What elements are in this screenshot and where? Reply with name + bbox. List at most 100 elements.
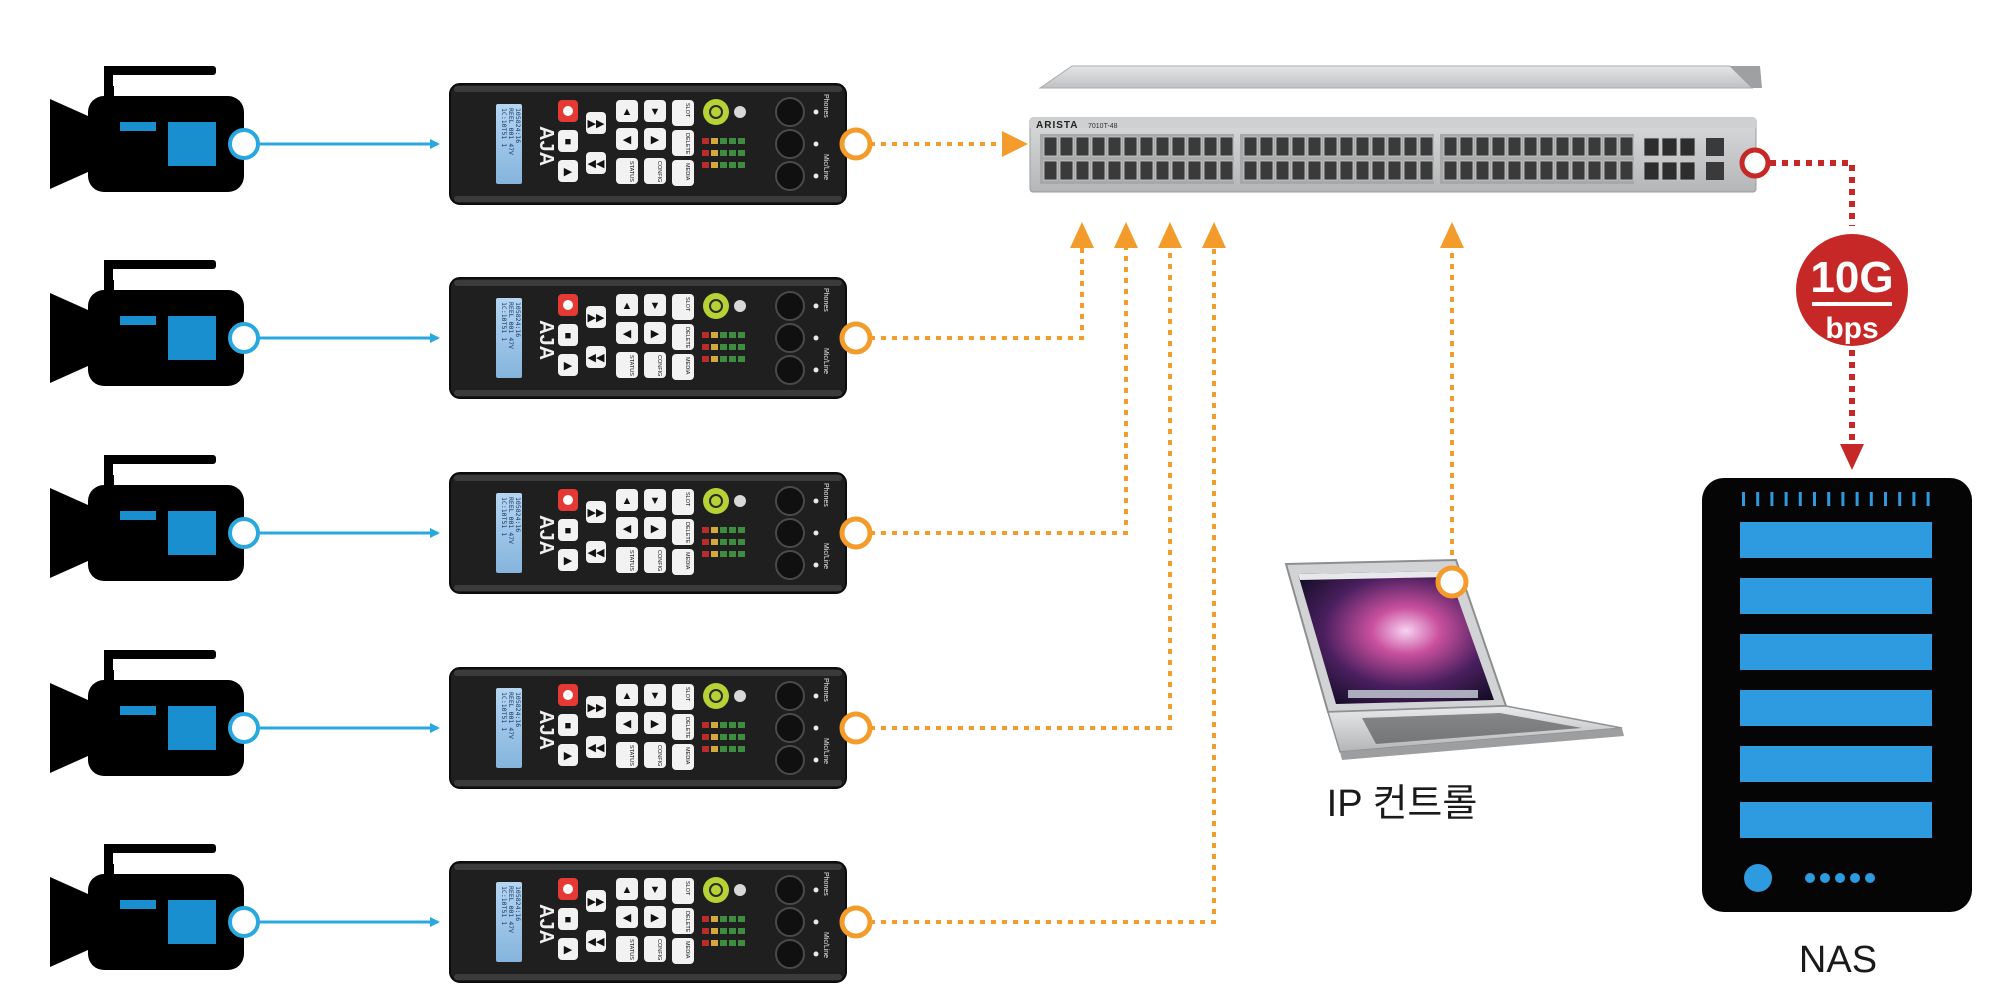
right-button[interactable] (644, 906, 666, 928)
stop-button[interactable] (558, 908, 578, 930)
slot-button-label: SLOT (684, 687, 690, 702)
stop-button[interactable] (558, 324, 578, 346)
down-button[interactable] (644, 489, 666, 511)
audio-knob[interactable] (775, 745, 805, 775)
delete-clip-button[interactable] (672, 714, 694, 740)
config-button[interactable] (644, 158, 666, 184)
up-button[interactable] (616, 294, 638, 316)
up-button[interactable] (616, 684, 638, 706)
audio-meter-segment (702, 551, 709, 557)
headphone-level-knob[interactable] (734, 884, 746, 896)
play-button[interactable] (558, 354, 578, 376)
status-button[interactable] (616, 158, 638, 184)
switch-brand: ARISTA (1036, 120, 1078, 131)
left-button[interactable] (616, 322, 638, 344)
config-button[interactable] (644, 742, 666, 768)
status-button[interactable] (616, 352, 638, 378)
slot-button[interactable] (672, 489, 694, 515)
status-button[interactable] (616, 547, 638, 573)
delete-clip-button[interactable] (672, 324, 694, 350)
audio-knob[interactable] (775, 291, 805, 321)
config-button[interactable] (644, 547, 666, 573)
audio-knob[interactable] (775, 939, 805, 969)
arrow-head (1070, 222, 1094, 248)
left-button[interactable] (616, 128, 638, 150)
audio-knob[interactable] (775, 550, 805, 580)
rewind-button[interactable] (586, 152, 606, 174)
up-button[interactable] (616, 100, 638, 122)
fast-forward-button[interactable] (586, 696, 606, 718)
stop-button[interactable] (558, 130, 578, 152)
media-button[interactable] (672, 160, 694, 186)
fast-forward-button[interactable] (586, 306, 606, 328)
delete-clip-button[interactable] (672, 908, 694, 934)
audio-knob[interactable] (775, 161, 805, 191)
power-button[interactable] (703, 488, 729, 514)
power-button[interactable] (703, 293, 729, 319)
audio-knob[interactable] (775, 907, 805, 937)
fast-forward-button[interactable] (586, 890, 606, 912)
switch-sfp-port (1661, 137, 1678, 157)
media-button[interactable] (672, 354, 694, 380)
media-button[interactable] (672, 549, 694, 575)
rewind-button[interactable] (586, 736, 606, 758)
status-button[interactable] (616, 936, 638, 962)
rewind-button-glyph: ◀◀ (588, 742, 605, 754)
play-button[interactable] (558, 549, 578, 571)
slot-button[interactable] (672, 294, 694, 320)
power-button[interactable] (703, 877, 729, 903)
fast-forward-button[interactable] (586, 112, 606, 134)
audio-knob[interactable] (775, 97, 805, 127)
headphone-level-knob[interactable] (734, 495, 746, 507)
play-button[interactable] (558, 160, 578, 182)
delete-clip-button[interactable] (672, 130, 694, 156)
audio-knob[interactable] (775, 129, 805, 159)
headphone-level-knob[interactable] (734, 106, 746, 118)
left-button[interactable] (616, 517, 638, 539)
up-button[interactable] (616, 489, 638, 511)
slot-button[interactable] (672, 100, 694, 126)
down-button[interactable] (644, 684, 666, 706)
power-icon (709, 299, 723, 313)
audio-knob[interactable] (775, 681, 805, 711)
fast-forward-button[interactable] (586, 501, 606, 523)
right-button[interactable] (644, 712, 666, 734)
recorder-lcd (496, 298, 522, 378)
audio-knob[interactable] (775, 486, 805, 516)
audio-knob[interactable] (775, 323, 805, 353)
config-button[interactable] (644, 352, 666, 378)
media-button[interactable] (672, 744, 694, 770)
down-button[interactable] (644, 878, 666, 900)
audio-meter-segment (702, 734, 709, 740)
audio-knob[interactable] (775, 875, 805, 905)
headphone-level-knob[interactable] (734, 690, 746, 702)
media-button[interactable] (672, 938, 694, 964)
play-button[interactable] (558, 744, 578, 766)
stop-button[interactable] (558, 714, 578, 736)
rewind-button[interactable] (586, 541, 606, 563)
right-button[interactable] (644, 128, 666, 150)
audio-knob[interactable] (775, 713, 805, 743)
delete-clip-button[interactable] (672, 519, 694, 545)
slot-button[interactable] (672, 684, 694, 710)
right-button[interactable] (644, 517, 666, 539)
rewind-button[interactable] (586, 930, 606, 952)
left-button[interactable] (616, 906, 638, 928)
power-button[interactable] (703, 683, 729, 709)
power-button[interactable] (703, 99, 729, 125)
stop-button[interactable] (558, 519, 578, 541)
rewind-button[interactable] (586, 346, 606, 368)
audio-knob[interactable] (775, 355, 805, 385)
status-button[interactable] (616, 742, 638, 768)
switch-rj45-port (1619, 136, 1634, 157)
audio-knob[interactable] (775, 518, 805, 548)
down-button[interactable] (644, 100, 666, 122)
config-button[interactable] (644, 936, 666, 962)
right-button[interactable] (644, 322, 666, 344)
slot-button[interactable] (672, 878, 694, 904)
down-button[interactable] (644, 294, 666, 316)
headphone-level-knob[interactable] (734, 300, 746, 312)
left-button[interactable] (616, 712, 638, 734)
up-button[interactable] (616, 878, 638, 900)
play-button[interactable] (558, 938, 578, 960)
